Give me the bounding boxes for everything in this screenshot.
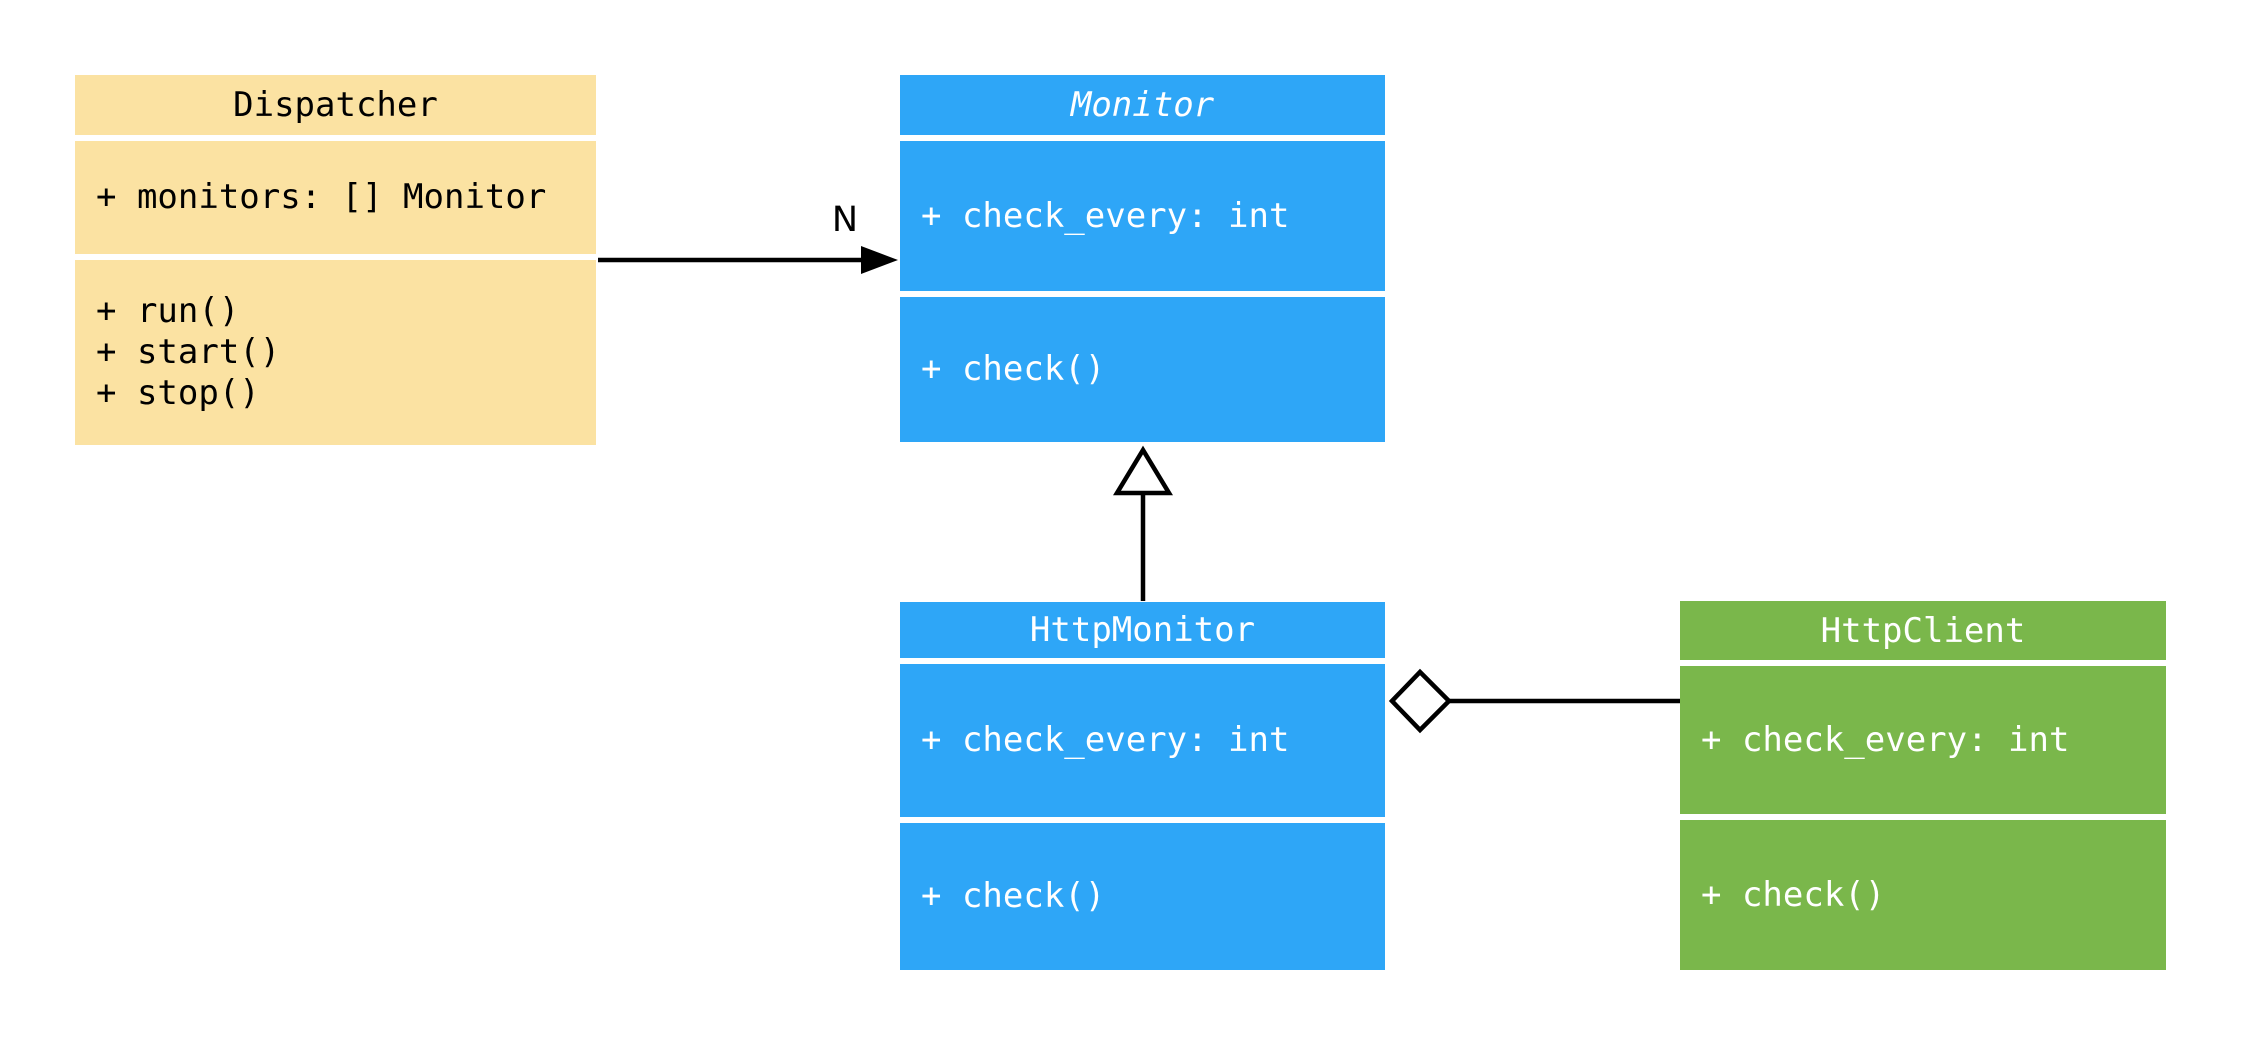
class-attributes: + check_every: int: [900, 664, 1385, 817]
class-methods: + run() + start() + stop(): [75, 260, 596, 445]
class-methods: + check(): [900, 297, 1385, 442]
class-attributes: + check_every: int: [1680, 666, 2166, 814]
class-methods: + check(): [900, 823, 1385, 970]
class-title: Dispatcher: [75, 75, 596, 135]
hollow-triangle-icon: [1113, 445, 1173, 496]
association-dispatcher-to-monitor: [598, 246, 898, 274]
class-monitor: Monitor + check_every: int + check(): [900, 75, 1385, 442]
method-line: + run(): [96, 291, 240, 331]
class-title: HttpMonitor: [900, 602, 1385, 658]
class-title: Monitor: [900, 75, 1385, 135]
multiplicity-label: N: [831, 200, 859, 240]
method-line: + start(): [96, 332, 281, 372]
attribute-line: + monitors: [] Monitor: [96, 177, 547, 217]
method-line: + check(): [921, 876, 1106, 916]
method-line: + check(): [1701, 874, 1886, 915]
aggregation-httpmonitor-to-httpclient: [1388, 668, 1681, 734]
class-httpmonitor: HttpMonitor + check_every: int + check(): [900, 602, 1385, 970]
class-attributes: + monitors: [] Monitor: [75, 141, 596, 254]
class-attributes: + check_every: int: [900, 141, 1385, 291]
class-httpclient: HttpClient + check_every: int + check(): [1680, 601, 2166, 970]
inheritance-httpmonitor-to-monitor: [1113, 445, 1173, 601]
attribute-line: + check_every: int: [1701, 719, 2070, 760]
arrowhead-icon: [861, 246, 898, 274]
method-line: + check(): [921, 349, 1106, 389]
class-methods: + check(): [1680, 820, 2166, 970]
method-line: + stop(): [96, 373, 260, 413]
hollow-diamond-icon: [1388, 668, 1453, 734]
attribute-line: + check_every: int: [921, 195, 1290, 236]
attribute-line: + check_every: int: [921, 720, 1290, 760]
class-title: HttpClient: [1680, 601, 2166, 660]
class-dispatcher: Dispatcher + monitors: [] Monitor + run(…: [75, 75, 596, 445]
